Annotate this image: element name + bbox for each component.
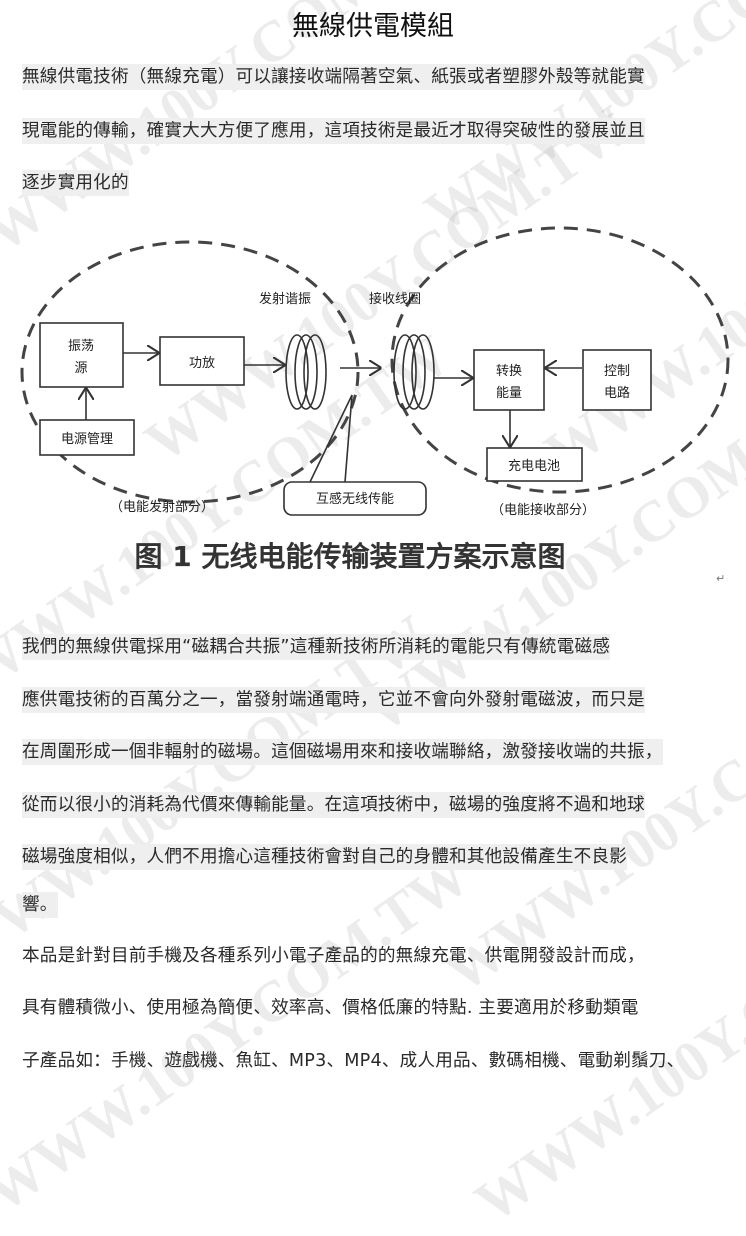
battery-label: 充电电池 <box>508 458 560 474</box>
text-line: 從而以很小的消耗為代價來傳輸能量。在這項技術中，磁場的強度將不過和地球 <box>22 792 645 818</box>
oscillator-label: 振荡 <box>68 339 94 354</box>
page-title: 無線供電模組 <box>292 11 454 42</box>
tx-coil-label: 发射谐振 <box>259 291 311 307</box>
text-line: 具有體積微小、使用極為簡便、效率高、價格低廉的特點. 主要適用於移動類電 <box>22 998 639 1018</box>
paragraph-mark: ↵ <box>716 572 726 585</box>
control-label: 电路 <box>604 385 630 401</box>
converter-box <box>473 349 545 411</box>
rx-coil-label: 接收线圈 <box>369 291 421 307</box>
text-line: 本品是針對目前手機及各種系列小電子產品的的無線充電、供電開發設計而成， <box>22 946 645 966</box>
text-line: 應供電技術的百萬分之一，當發射端通電時，它並不會向外發射電磁波，而只是 <box>22 687 645 713</box>
mutual-label: 互感无线传能 <box>316 491 394 507</box>
wireless-power-diagram: 振荡 源 功放 电源管理 发射谐振 接收线圈 转换 能量 控制 电路 充电电池 … <box>20 226 730 573</box>
mutual-callout-box <box>283 481 427 516</box>
text-line: 磁場強度相似，人們不用擔心這種技術會對自己的身體和其他設備產生不良影 <box>22 844 627 870</box>
tx-section-label: （电能发射部分） <box>110 499 214 515</box>
watermark: WWW.100Y.COM.TW <box>0 842 481 1225</box>
battery-box <box>486 447 583 482</box>
rx-section-boundary <box>390 226 730 494</box>
amplifier-label: 功放 <box>189 356 215 371</box>
text-line: 現電能的傳輸，確實大大方便了應用，這項技術是最近才取得突破性的發展並且 <box>22 118 645 144</box>
text-line: 在周圍形成一個非輻射的磁場。這個磁場用來和接收端聯絡，激發接收端的共振， <box>22 739 663 765</box>
power-mgmt-box <box>39 419 135 456</box>
control-label: 控制 <box>604 364 630 379</box>
converter-label: 转换 <box>496 364 522 379</box>
rx-coil-icon <box>393 334 417 410</box>
rx-section-label: （电能接收部分） <box>491 502 595 518</box>
converter-label: 能量 <box>496 386 522 401</box>
control-box <box>582 349 652 411</box>
figure-caption: 图 1 无线电能传输装置方案示意图 <box>135 540 566 573</box>
oscillator-label: 源 <box>74 361 87 376</box>
text-line: 響。 <box>22 892 58 918</box>
power-mgmt-label: 电源管理 <box>61 432 113 447</box>
text-line: 無線供電技術（無線充電）可以讓接收端隔著空氣、紙張或者塑膠外殼等就能實 <box>22 64 645 90</box>
amplifier-box <box>159 336 245 386</box>
oscillator-box <box>39 322 124 388</box>
text-line: 逐步實用化的 <box>22 170 129 196</box>
text-line: 我們的無線供電採用“磁耦合共振”這種新技術所消耗的電能只有傳統電磁感 <box>22 634 611 660</box>
text-line: 子產品如：手機、遊戲機、魚缸、MP3、MP4、成人用品、數碼相機、電動剃鬚刀、 <box>22 1051 685 1071</box>
tx-coil-icon <box>285 334 309 410</box>
tx-section-boundary <box>20 240 360 504</box>
callout-pointer <box>309 394 353 483</box>
watermark: WWW.100Y.COM.TW <box>463 852 746 1235</box>
